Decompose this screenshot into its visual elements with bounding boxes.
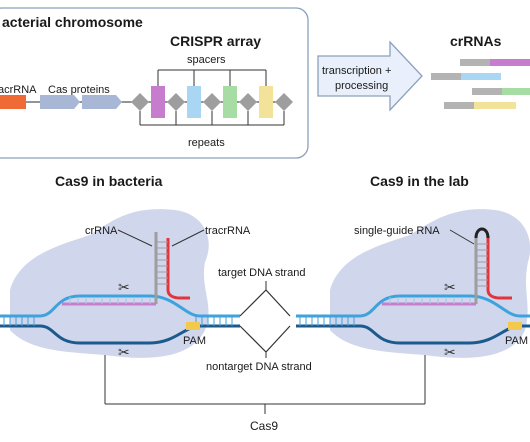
- right-bp-ticks: [299, 316, 355, 326]
- crispr-array-title: CRISPR array: [170, 33, 261, 49]
- repeat: [167, 93, 185, 111]
- scissors-icon: ✂: [118, 279, 130, 295]
- crrna-repeat: [472, 88, 502, 95]
- left-target-strand: [0, 294, 240, 318]
- crrnas-group: crRNAs: [431, 33, 530, 109]
- right-panel-title: Cas9 in the lab: [370, 173, 469, 189]
- spacer-yellow: [259, 86, 273, 118]
- crrna-spacer-yellow: [474, 102, 516, 109]
- transcription-arrow: transcription + processing: [317, 40, 423, 112]
- tracrrna-gene: [0, 95, 26, 109]
- left-cas9-complex: PAM ✂ ✂ crRNA tracrRNA: [0, 209, 251, 360]
- nontarget-bracket: [239, 325, 291, 353]
- scissors-icon: ✂: [444, 344, 456, 360]
- crrna-label: crRNA: [85, 225, 118, 237]
- crrnas-title: crRNAs: [450, 33, 502, 49]
- left-tracrrna: [166, 238, 190, 300]
- target-strand-label: target DNA strand: [218, 267, 305, 279]
- chromosome-panel: acterial chromosome acrRNA Cas proteins …: [0, 7, 309, 159]
- left-pam-label: PAM: [183, 335, 206, 347]
- repeat: [239, 93, 257, 111]
- spacers-bracket: [157, 69, 267, 86]
- repeat: [275, 93, 293, 111]
- crrna-leader: [117, 229, 153, 247]
- cas-gene-2: [82, 95, 122, 109]
- repeats-label: repeats: [188, 137, 225, 149]
- spacer-blue: [187, 86, 201, 118]
- chromosome-title: acterial chromosome: [2, 14, 143, 30]
- cas9-protein-right: [330, 209, 530, 358]
- center-dna-bubble: target DNA strand nontarget DNA strand: [206, 267, 312, 373]
- chromosome-box: [0, 7, 309, 159]
- right-sgrna-pairing: [389, 297, 471, 304]
- cas9-protein-left: [10, 209, 209, 358]
- left-crrna-pairing: [69, 297, 151, 304]
- crrna-spacer-blue: [461, 73, 501, 80]
- sgrna-label: single-guide RNA: [354, 225, 440, 237]
- scissors-icon: ✂: [118, 344, 130, 360]
- sgrna-leader: [449, 229, 475, 245]
- right-pam-site: [508, 322, 522, 330]
- right-target-strand: [296, 294, 530, 318]
- left-panel-title: Cas9 in bacteria: [55, 173, 163, 189]
- repeat: [131, 93, 149, 111]
- spacers-label: spacers: [187, 54, 226, 66]
- right-cas9-complex: PAM ✂ ✂ single-guide RNA: [296, 209, 530, 360]
- repeats-bracket: [139, 111, 285, 126]
- left-bp-ticks: [3, 316, 233, 326]
- cas9-label: Cas9: [250, 419, 278, 433]
- crrna-repeat: [460, 59, 490, 66]
- left-pam-site: [186, 322, 200, 330]
- transcription-label: transcription +: [322, 65, 391, 77]
- tracrrna-label: tracrRNA: [205, 225, 251, 237]
- crrna-repeat: [444, 102, 474, 109]
- target-bracket: [239, 289, 291, 317]
- right-stem-pairs: [476, 243, 488, 287]
- tracrrna-leader: [171, 229, 205, 247]
- right-pam-label: PAM: [505, 335, 528, 347]
- processing-label: processing: [335, 80, 388, 92]
- left-stem-pairs: [156, 241, 168, 285]
- nontarget-strand-label: nontarget DNA strand: [206, 361, 312, 373]
- right-tracr-portion: [486, 238, 512, 300]
- sgrna-loop: [474, 227, 490, 239]
- crispr-array: [131, 86, 293, 118]
- cas-proteins-label: Cas proteins: [48, 84, 110, 96]
- spacer-purple: [151, 86, 165, 118]
- cas9-bracket: [104, 355, 426, 414]
- crrna-repeat: [431, 73, 461, 80]
- tracrrna-gene-label: acrRNA: [0, 84, 37, 96]
- repeat: [203, 93, 221, 111]
- scissors-icon: ✂: [444, 279, 456, 295]
- crrna-spacer-green: [502, 88, 530, 95]
- cas-gene-1: [40, 95, 80, 109]
- spacer-green: [223, 86, 237, 118]
- crrna-spacer-purple: [490, 59, 530, 66]
